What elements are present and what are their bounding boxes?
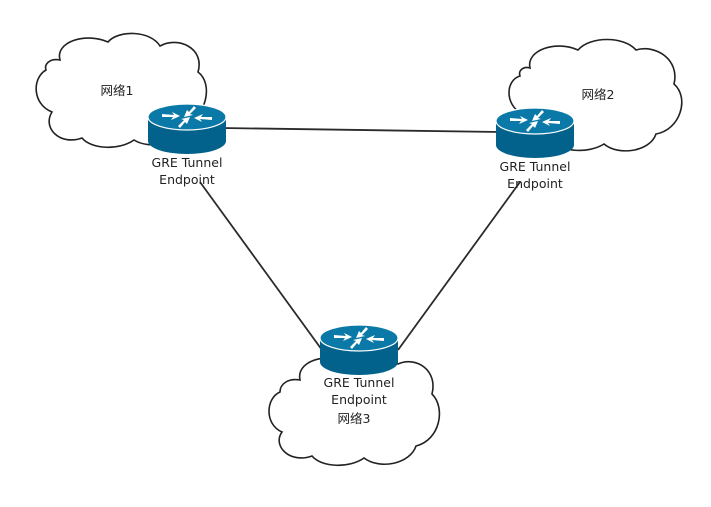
router-label-1-line1: GRE Tunnel [152,155,223,170]
router-label-3-line1: GRE Tunnel [324,375,395,390]
link-r1-r3 [199,181,323,351]
network-label-3: 网络3 [338,411,371,426]
router-label-3-line2: Endpoint [331,392,387,407]
router-label-2-line2: Endpoint [507,176,563,191]
network-label-1: 网络1 [101,83,134,98]
router-icon-3 [319,324,399,375]
link-r2-r3 [397,181,521,351]
router-icon-2 [495,107,575,158]
link-r1-r2 [221,127,501,133]
router-icon-1 [147,103,227,154]
network-label-2: 网络2 [582,87,615,102]
router-label-1-line2: Endpoint [159,172,215,187]
router-label-2-line1: GRE Tunnel [500,159,571,174]
